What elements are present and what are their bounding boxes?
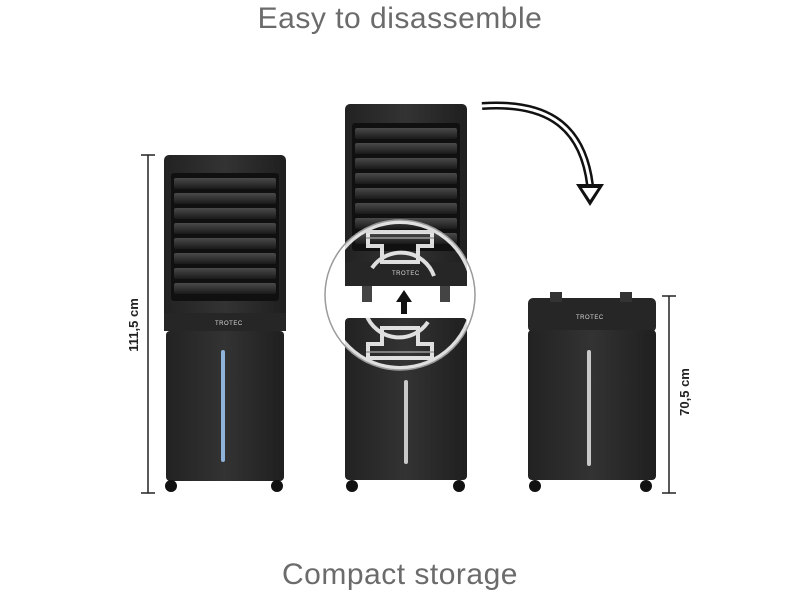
compact-height-label: 70,5 cm [677, 368, 692, 416]
louver-slats [174, 178, 276, 294]
wheel [165, 480, 177, 492]
rotate-arrow-icon [324, 219, 476, 371]
bottom-caption: Compact storage [282, 558, 518, 591]
curved-arrow-icon [481, 101, 604, 206]
top-caption: Easy to disassemble [257, 2, 543, 35]
water-level-indicator [221, 350, 225, 462]
air-cooler-assembled: TROTEC [164, 155, 286, 492]
up-arrow-icon [396, 290, 412, 314]
full-height-label: 111,5 cm [126, 298, 141, 352]
brand-label-2: TROTEC [392, 271, 420, 277]
air-cooler-disassembling: TROTEC [345, 104, 467, 492]
brand-label-1: TROTEC [215, 321, 243, 327]
brand-label-3: TROTEC [576, 315, 604, 321]
wheel [271, 480, 283, 492]
disassemble-symbol-icon [325, 220, 475, 370]
air-cooler-compact: TROTEC [528, 292, 656, 492]
compact-height-dimension: 70,5 cm [662, 295, 692, 494]
full-height-dimension: 111,5 cm [126, 154, 155, 494]
